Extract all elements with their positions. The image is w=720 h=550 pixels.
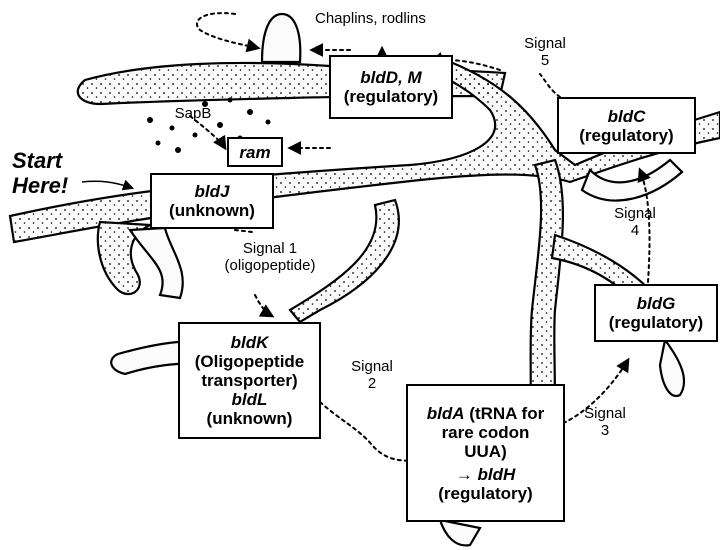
arrow-signal1 [235,230,252,232]
start-here-line2: Here! [12,173,68,198]
signal4-text: Signal [605,205,665,222]
bldDM-desc: (regulatory) [331,87,451,106]
start-here-label: Start Here! [12,148,68,198]
hypha-right-tail [660,340,684,396]
bldDM-gene: bldD, M [331,68,451,87]
bldH-arrow: → [456,465,478,484]
arrow-start-here [82,181,132,188]
signal4-number: 4 [605,222,665,239]
signal5-label: Signal 5 [515,35,575,69]
signal5-text: Signal [515,35,575,52]
signal5-number: 5 [515,52,575,69]
bldG-desc: (regulatory) [596,313,716,332]
arrow-signal5-in [540,74,560,97]
bldK-desc-line1: (Oligopeptide [180,352,319,371]
signal3-number: 3 [575,422,635,439]
bldH-line: → bldH [408,465,563,484]
box-bldK-bldL: bldK (Oligopeptide transporter) bldL (un… [178,322,321,439]
signal3-label: Signal 3 [575,405,635,439]
bldA-gene: bldA [427,404,465,423]
bldK-desc-line2: transporter) [180,371,319,390]
bldL-desc: (unknown) [180,409,319,428]
signal4-label: Signal 4 [605,205,665,239]
sapb-label: SapB [168,105,218,122]
signal1-text: Signal 1 [215,240,325,257]
box-bldDM: bldD, M (regulatory) [329,55,453,119]
box-ram: ram [227,137,283,167]
chaplins-rodlins-label: Chaplins, rodlins [315,10,465,27]
signal3-text: Signal [575,405,635,422]
bldL-gene: bldL [180,390,319,409]
bldG-gene: bldG [596,294,716,313]
bldH-gene: bldH [477,465,515,484]
bldK-gene: bldK [180,333,319,352]
arrow-to-aerial [197,13,258,48]
box-bldC: bldC (regulatory) [557,97,696,154]
bldA-desc-line1: (tRNA for [465,404,545,423]
bldH-desc: (regulatory) [408,484,563,503]
aerial-hypha-bump [262,14,300,62]
bldA-line1: bldA (tRNA for [408,404,563,423]
signal2-text: Signal [342,358,402,375]
hypha-bottom-tip [440,520,480,545]
arrow-signal1-down [255,295,272,316]
signal1-subtext: (oligopeptide) [215,257,325,274]
start-here-line1: Start [12,148,68,173]
bldA-desc-line3: UUA) [408,442,563,461]
bldA-desc-line2: rare codon [408,423,563,442]
signal2-label: Signal 2 [342,358,402,392]
bldC-gene: bldC [559,107,694,126]
box-bldJ: bldJ (unknown) [150,173,274,229]
signal2-number: 2 [342,375,402,392]
ram-gene: ram [229,143,281,162]
bldJ-desc: (unknown) [152,201,272,220]
bldJ-gene: bldJ [152,182,272,201]
box-bldG: bldG (regulatory) [594,284,718,342]
signal1-label: Signal 1 (oligopeptide) [215,240,325,274]
arrow-signal2 [320,402,420,461]
bldC-desc: (regulatory) [559,126,694,145]
box-bldA-bldH: bldA (tRNA for rare codon UUA) → bldH (r… [406,384,565,522]
